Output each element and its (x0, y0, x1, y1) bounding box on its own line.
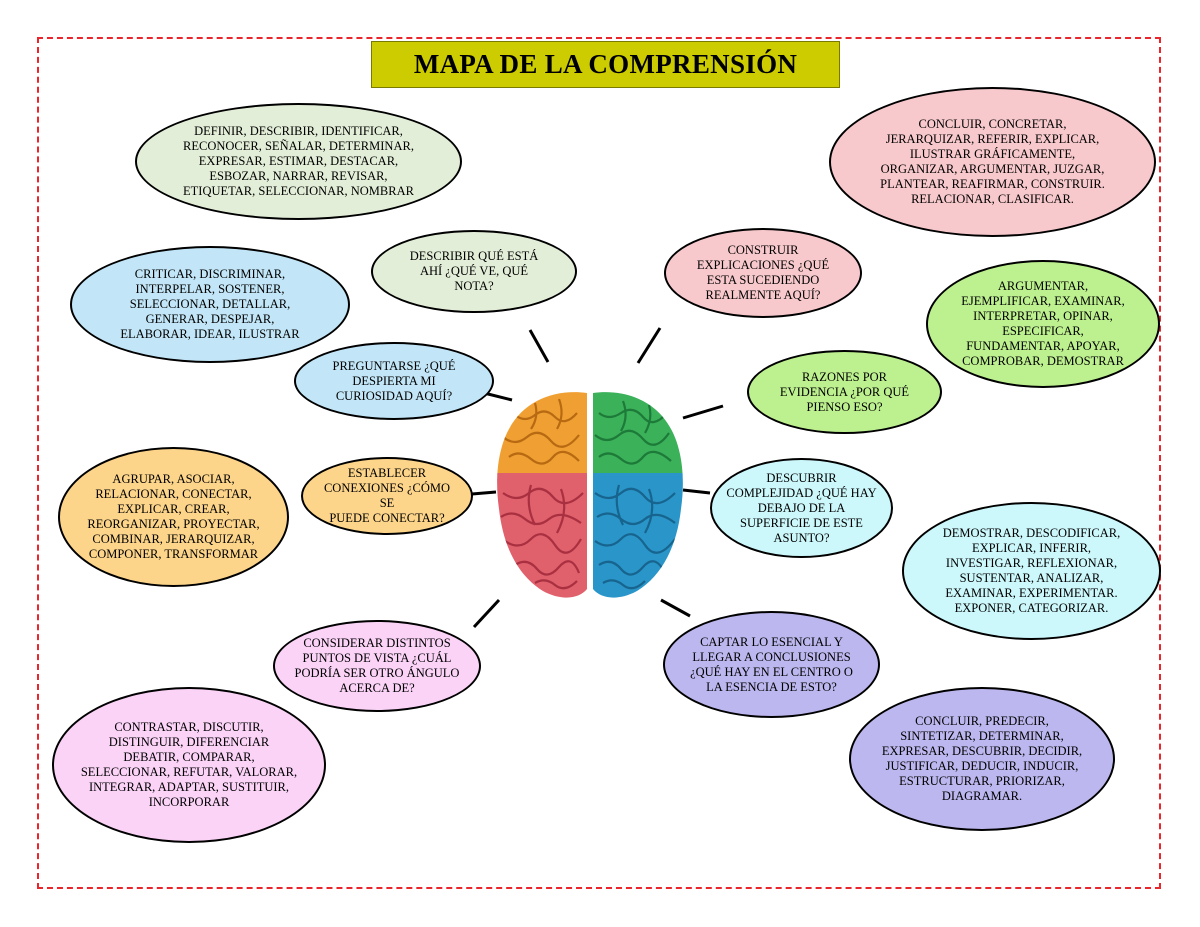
oval-definir-text: DEFINIR, DESCRIBIR, IDENTIFICAR, RECONOC… (183, 124, 414, 198)
oval-concluir-top-text: CONCLUIR, CONCRETAR, JERARQUIZAR, REFERI… (880, 117, 1105, 206)
oval-contrastar: CONTRASTAR, DISCUTIR, DISTINGUIR, DIFERE… (52, 687, 326, 843)
oval-describir-que-text: DESCRIBIR QUÉ ESTÁ AHÍ ¿QUÉ VE, QUÉ NOTA… (409, 249, 539, 293)
oval-concluir-bottom: CONCLUIR, PREDECIR, SINTETIZAR, DETERMIN… (849, 687, 1115, 831)
title-banner: MAPA DE LA COMPRENSIÓN (371, 41, 840, 88)
oval-describir-que: DESCRIBIR QUÉ ESTÁ AHÍ ¿QUÉ VE, QUÉ NOTA… (371, 230, 577, 313)
oval-criticar-text: CRITICAR, DISCRIMINAR, INTERPELAR, SOSTE… (120, 267, 300, 341)
oval-captar: CAPTAR LO ESENCIAL Y LLEGAR A CONCLUSION… (663, 611, 880, 718)
oval-argumentar: ARGUMENTAR, EJEMPLIFICAR, EXAMINAR, INTE… (926, 260, 1160, 388)
oval-criticar: CRITICAR, DISCRIMINAR, INTERPELAR, SOSTE… (70, 246, 350, 363)
connector-descubrir (682, 488, 711, 495)
oval-construir-explicaciones-text: CONSTRUIR EXPLICACIONES ¿QUÉ ESTA SUCEDI… (696, 243, 830, 302)
connector-construir (636, 327, 662, 364)
oval-descubrir: DESCUBRIR COMPLEJIDAD ¿QUÉ HAY DEBAJO DE… (710, 458, 893, 558)
oval-agrupar-text: AGRUPAR, ASOCIAR, RELACIONAR, CONECTAR, … (87, 472, 260, 561)
oval-preguntarse: PREGUNTARSE ¿QUÉ DESPIERTA MI CURIOSIDAD… (294, 342, 494, 420)
oval-preguntarse-text: PREGUNTARSE ¿QUÉ DESPIERTA MI CURIOSIDAD… (332, 358, 456, 403)
connector-razones (682, 404, 724, 420)
oval-razones: RAZONES POR EVIDENCIA ¿POR QUÉ PIENSO ES… (747, 350, 942, 434)
connector-establecer (471, 490, 497, 496)
oval-establecer: ESTABLECER CONEXIONES ¿CÓMO SE PUEDE CON… (301, 457, 473, 535)
connector-describir (528, 329, 550, 363)
oval-definir: DEFINIR, DESCRIBIR, IDENTIFICAR, RECONOC… (135, 103, 462, 220)
oval-razones-text: RAZONES POR EVIDENCIA ¿POR QUÉ PIENSO ES… (779, 369, 910, 414)
connector-preguntarse (483, 391, 513, 402)
oval-considerar: CONSIDERAR DISTINTOS PUNTOS DE VISTA ¿CU… (273, 620, 481, 712)
oval-concluir-top: CONCLUIR, CONCRETAR, JERARQUIZAR, REFERI… (829, 87, 1156, 237)
dashed-frame (37, 37, 1161, 889)
oval-considerar-text: CONSIDERAR DISTINTOS PUNTOS DE VISTA ¿CU… (294, 636, 460, 695)
page-title: MAPA DE LA COMPRENSIÓN (413, 49, 798, 79)
brain-icon (497, 392, 683, 598)
connector-considerar (472, 598, 501, 629)
connector-captar (660, 598, 691, 618)
oval-demostrar: DEMOSTRAR, DESCODIFICAR, EXPLICAR, INFER… (902, 502, 1161, 640)
oval-establecer-text: ESTABLECER CONEXIONES ¿CÓMO SE PUEDE CON… (323, 466, 451, 525)
oval-contrastar-text: CONTRASTAR, DISCUTIR, DISTINGUIR, DIFERE… (80, 720, 298, 809)
oval-argumentar-text: ARGUMENTAR, EJEMPLIFICAR, EXAMINAR, INTE… (961, 279, 1125, 368)
oval-agrupar: AGRUPAR, ASOCIAR, RELACIONAR, CONECTAR, … (58, 447, 289, 587)
oval-descubrir-text: DESCUBRIR COMPLEJIDAD ¿QUÉ HAY DEBAJO DE… (726, 470, 877, 545)
oval-demostrar-text: DEMOSTRAR, DESCODIFICAR, EXPLICAR, INFER… (942, 526, 1121, 615)
oval-captar-text: CAPTAR LO ESENCIAL Y LLEGAR A CONCLUSION… (690, 634, 853, 694)
oval-construir-explicaciones: CONSTRUIR EXPLICACIONES ¿QUÉ ESTA SUCEDI… (664, 228, 862, 318)
oval-concluir-bottom-text: CONCLUIR, PREDECIR, SINTETIZAR, DETERMIN… (881, 714, 1083, 803)
